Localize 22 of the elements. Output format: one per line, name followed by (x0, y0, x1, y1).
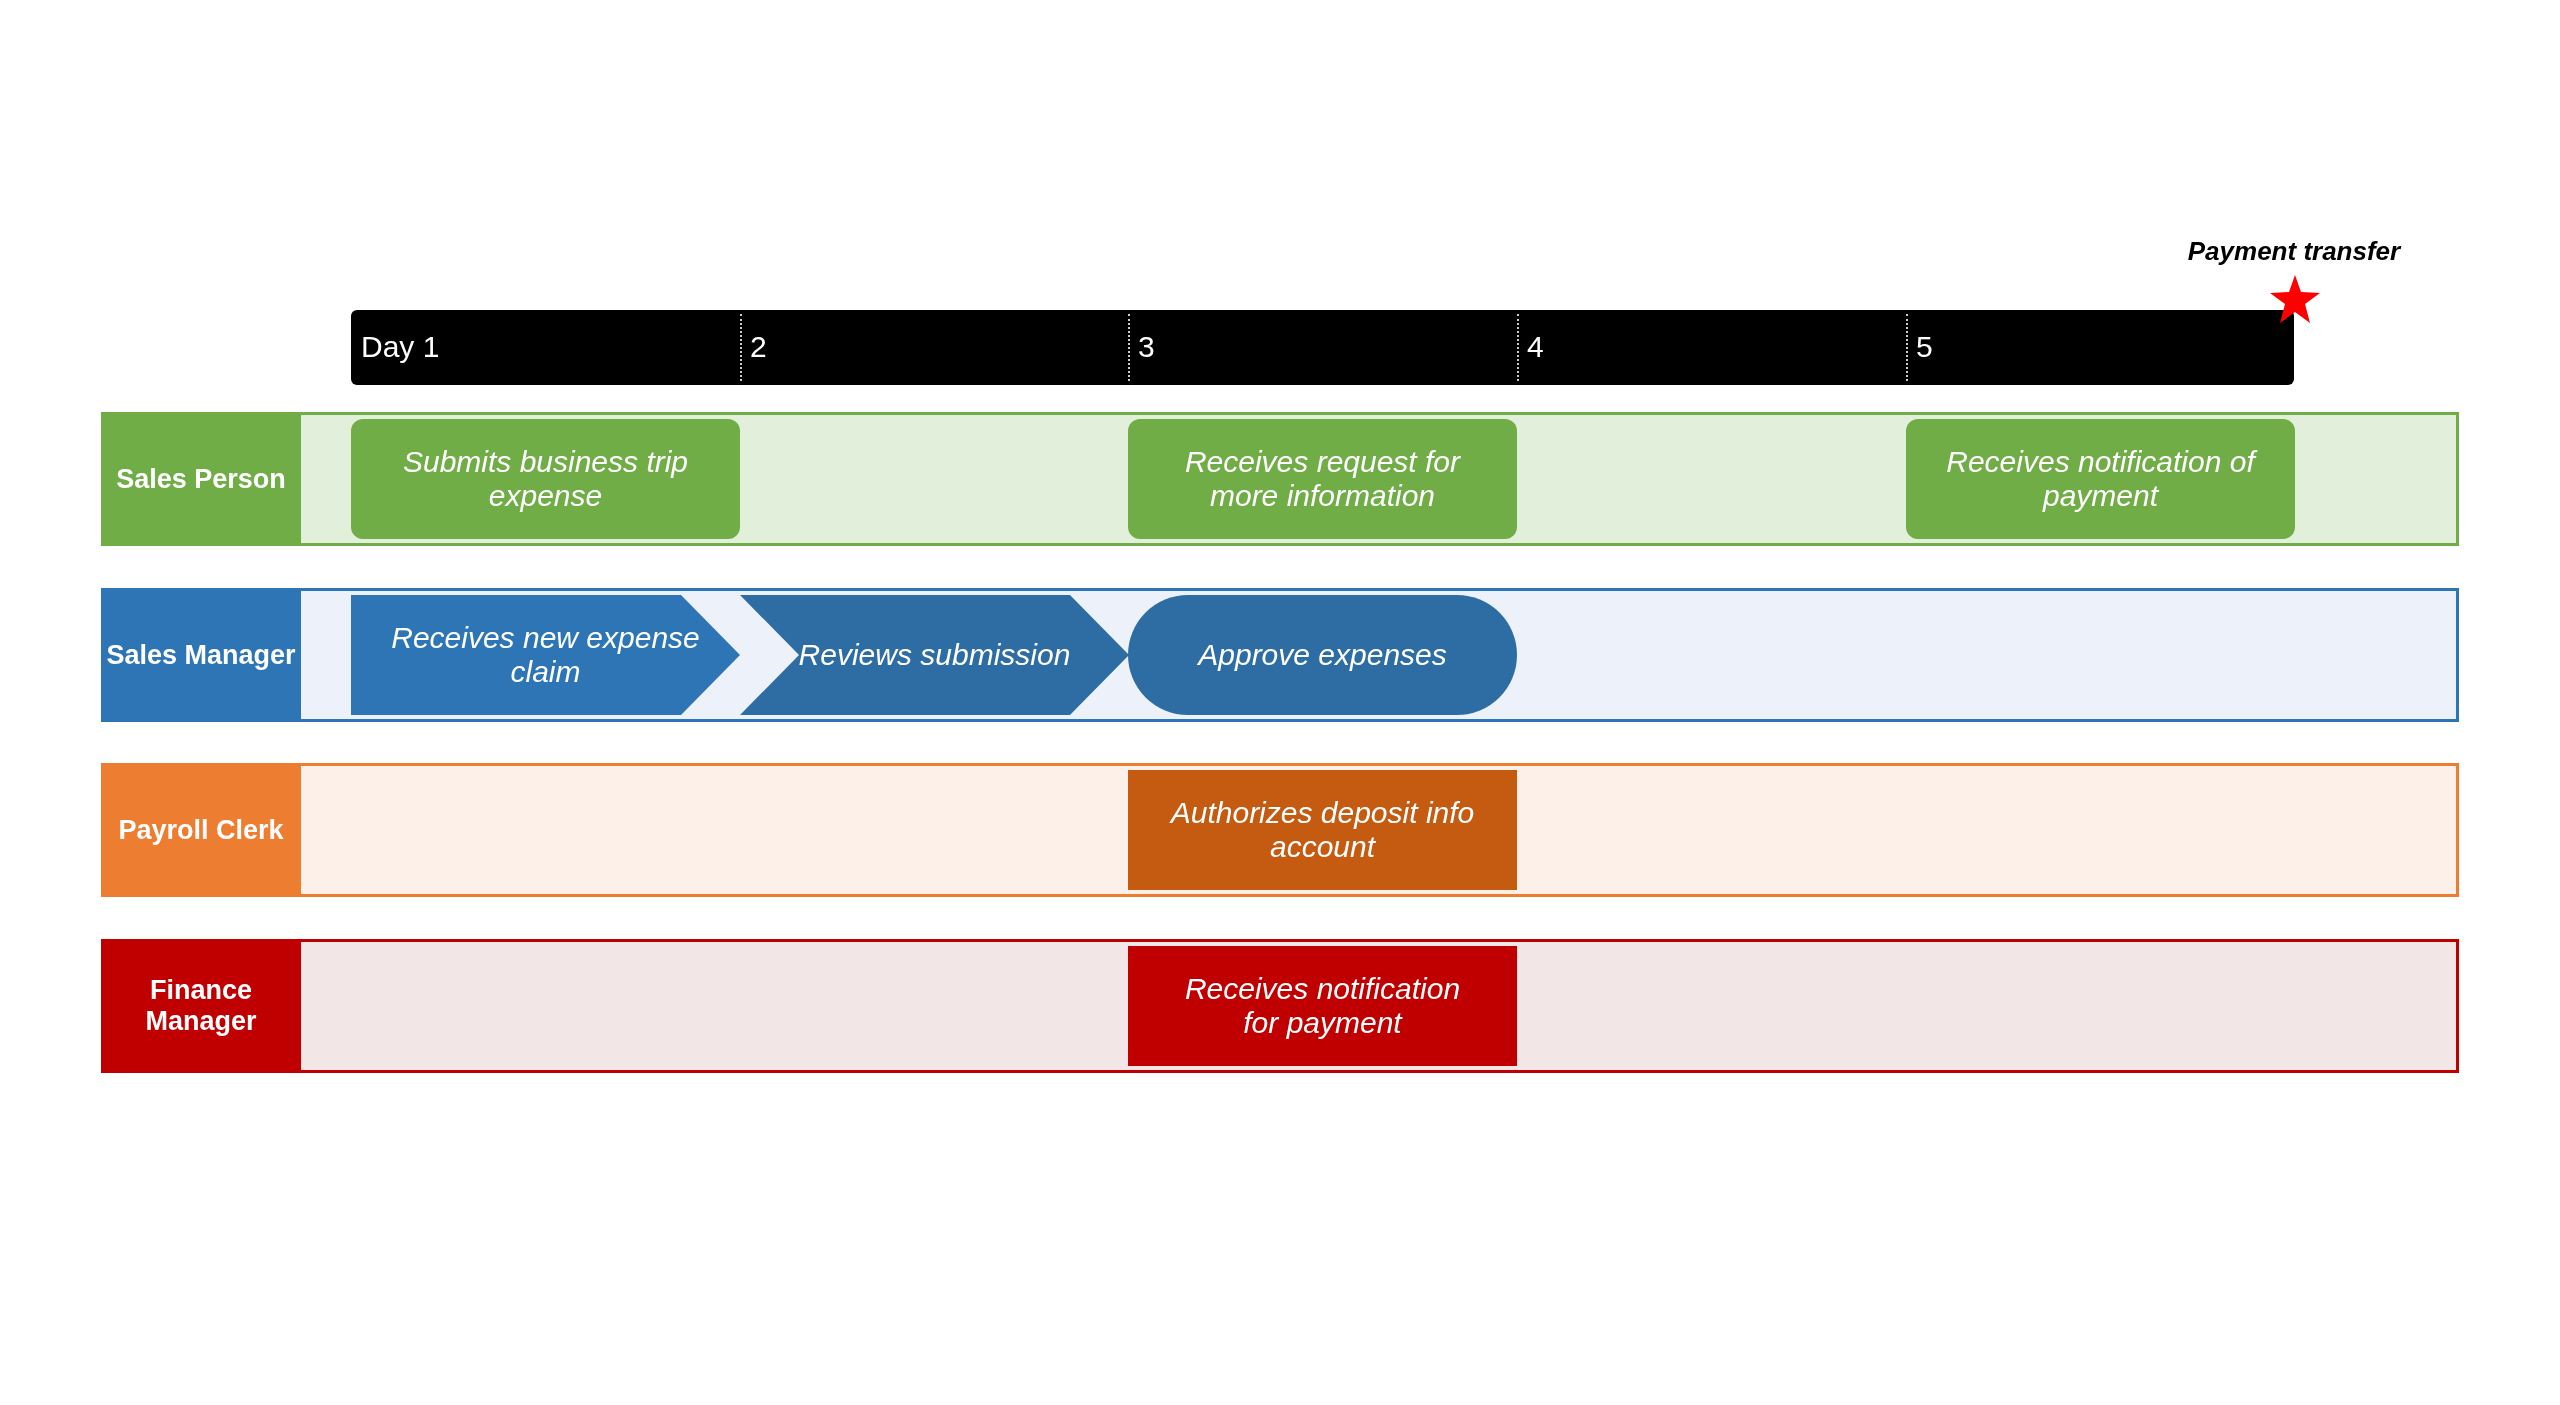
day-label: 3 (1138, 330, 1155, 364)
chevron-step: Reviews submission (740, 595, 1129, 715)
day-label: Day 1 (361, 330, 440, 364)
process-box: Receives request for more information (1128, 419, 1517, 539)
lane-header: Sales Manager (101, 588, 301, 722)
lane-header: Payroll Clerk (101, 763, 301, 897)
swimlane (101, 939, 2459, 1073)
milestone-label: Payment transfer (2186, 236, 2403, 267)
swimlane (101, 588, 2459, 722)
day-label: 2 (750, 330, 767, 364)
chevron-step: Receives new expense claim (351, 595, 740, 715)
swimlane (101, 763, 2459, 897)
day-label: 5 (1916, 330, 1933, 364)
process-box: Receives notification of payment (1906, 419, 2295, 539)
process-box: Receives notification for payment (1128, 946, 1517, 1066)
lane-header: Sales Person (101, 412, 301, 546)
process-box: Authorizes deposit info account (1128, 770, 1517, 890)
lane-header: Finance Manager (101, 939, 301, 1073)
swimlane (101, 412, 2459, 546)
process-box: Submits business trip expense (351, 419, 740, 539)
day-label: 4 (1527, 330, 1544, 364)
rounded-box: Approve expenses (1128, 595, 1517, 715)
